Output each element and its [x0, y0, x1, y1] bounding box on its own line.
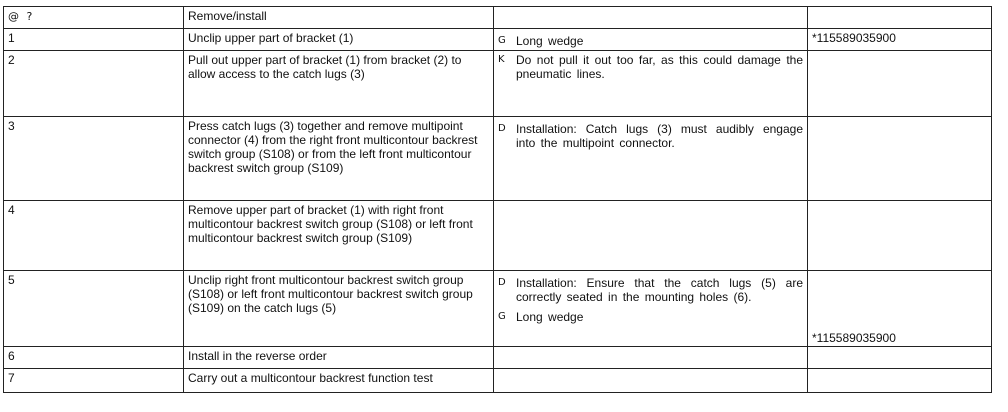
step-number-cell: 3: [3, 116, 184, 201]
step-number-cell: 5: [3, 270, 184, 347]
step-number: 5: [8, 273, 15, 287]
step-number: 3: [8, 119, 15, 133]
part-number-cell: [807, 116, 992, 201]
header-step-symbols: @ ?: [8, 10, 35, 23]
info-icon: D: [498, 277, 506, 288]
note-item: K Do not pull it out too far, as this co…: [498, 53, 803, 81]
part-number-cell: [807, 50, 992, 117]
note-cell: K Do not pull it out too far, as this co…: [493, 50, 808, 117]
step-number: 6: [8, 349, 15, 363]
tool-icon: G: [498, 311, 506, 322]
step-number: 7: [8, 371, 15, 385]
table-row: 2 Pull out upper part of bracket (1) fro…: [3, 50, 992, 117]
part-number: *115589035900: [812, 331, 896, 345]
step-number-cell: 2: [3, 50, 184, 117]
step-number: 4: [8, 203, 15, 217]
part-number-cell: [807, 200, 992, 271]
tool-icon: G: [498, 35, 506, 46]
note-text: Installation: Ensure that the catch lugs…: [516, 276, 803, 304]
note-cell: G Long wedge: [493, 28, 808, 51]
table-header-row: @ ? Remove/install: [3, 6, 992, 29]
header-note-cell: [493, 6, 808, 29]
note-cell: [493, 346, 808, 369]
note-item: G Long wedge: [498, 310, 803, 324]
info-icon: D: [498, 123, 506, 134]
header-action-label: Remove/install: [188, 9, 267, 23]
header-step-cell: @ ?: [3, 6, 184, 29]
header-action-cell: Remove/install: [183, 6, 494, 29]
action-cell: Unclip right front multicontour backrest…: [183, 270, 494, 347]
action-text: Unclip upper part of bracket (1): [188, 31, 354, 45]
action-cell: Remove upper part of bracket (1) with ri…: [183, 200, 494, 271]
note-cell: D Installation: Ensure that the catch lu…: [493, 270, 808, 347]
note-cell: [493, 368, 808, 393]
action-cell: Install in the reverse order: [183, 346, 494, 369]
note-text: Long wedge: [516, 310, 584, 324]
step-number: 2: [8, 53, 15, 67]
note-item: D Installation: Catch lugs (3) must audi…: [498, 122, 803, 150]
table-row: 3 Press catch lugs (3) together and remo…: [3, 116, 992, 201]
note-cell: [493, 200, 808, 271]
part-number-cell: *115589035900: [807, 270, 992, 347]
action-text: Pull out upper part of bracket (1) from …: [188, 53, 462, 81]
note-item: G Long wedge: [498, 34, 803, 48]
action-cell: Pull out upper part of bracket (1) from …: [183, 50, 494, 117]
action-text: Remove upper part of bracket (1) with ri…: [188, 203, 473, 245]
note-text: Do not pull it out too far, as this coul…: [516, 53, 803, 81]
action-text: Press catch lugs (3) together and remove…: [188, 119, 478, 175]
note-cell: D Installation: Catch lugs (3) must audi…: [493, 116, 808, 201]
part-number: *115589035900: [812, 31, 896, 45]
action-text: Carry out a multicontour backrest functi…: [188, 371, 433, 385]
note-text: Long wedge: [516, 34, 584, 48]
table-row: 1 Unclip upper part of bracket (1) G Lon…: [3, 28, 992, 51]
table-row: 4 Remove upper part of bracket (1) with …: [3, 200, 992, 271]
part-number-cell: [807, 346, 992, 369]
table-row: 7 Carry out a multicontour backrest func…: [3, 368, 992, 393]
table-row: 5 Unclip right front multicontour backre…: [3, 270, 992, 347]
part-number-cell: [807, 368, 992, 393]
warning-icon: K: [498, 54, 505, 65]
action-cell: Unclip upper part of bracket (1): [183, 28, 494, 51]
note-item: D Installation: Ensure that the catch lu…: [498, 276, 803, 304]
step-number: 1: [8, 31, 15, 45]
action-text: Unclip right front multicontour backrest…: [188, 273, 473, 315]
table-row: 6 Install in the reverse order: [3, 346, 992, 369]
action-cell: Carry out a multicontour backrest functi…: [183, 368, 494, 393]
action-cell: Press catch lugs (3) together and remove…: [183, 116, 494, 201]
header-part-cell: [807, 6, 992, 29]
step-number-cell: 7: [3, 368, 184, 393]
part-number-cell: *115589035900: [807, 28, 992, 51]
procedure-table: @ ? Remove/install 1 Unclip upper part o…: [3, 6, 992, 393]
note-text: Installation: Catch lugs (3) must audibl…: [516, 122, 803, 150]
step-number-cell: 6: [3, 346, 184, 369]
step-number-cell: 1: [3, 28, 184, 51]
action-text: Install in the reverse order: [188, 349, 327, 363]
step-number-cell: 4: [3, 200, 184, 271]
